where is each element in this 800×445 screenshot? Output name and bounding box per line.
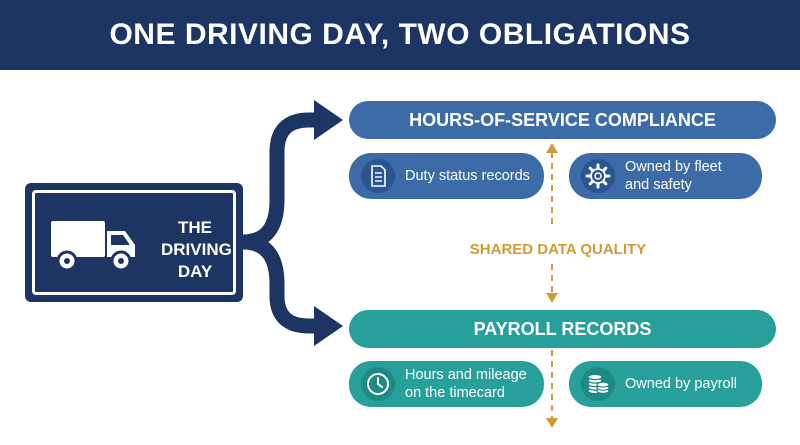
clock-icon [361, 367, 395, 401]
timecard-card: Hours and mileage on the timecard [349, 361, 544, 407]
hos-compliance-header: HOURS-OF-SERVICE COMPLIANCE [349, 101, 776, 139]
driving-day-frame: THE DRIVING DAY [32, 190, 236, 295]
fleet-safety-text: Owned by fleet and safety [625, 158, 722, 194]
timecard-text: Hours and mileage on the timecard [405, 366, 527, 402]
payroll-owner-text: Owned by payroll [625, 375, 737, 393]
branch-arrow-lower [242, 234, 318, 334]
duty-status-line-1: Duty status records [405, 168, 530, 184]
fleet-safety-line-1: Owned by fleet [625, 159, 722, 175]
arrowhead-lower [314, 306, 343, 346]
driving-day-box: THE DRIVING DAY [25, 183, 243, 302]
arrowhead-upper [314, 100, 343, 140]
payroll-records-header: PAYROLL RECORDS [349, 310, 776, 348]
dashed-arrowhead-bottom [546, 418, 558, 428]
truck-icon [51, 221, 135, 272]
dashed-arrowhead-top [546, 143, 558, 153]
driving-day-label: THE DRIVING DAY [161, 217, 232, 283]
gear-icon [581, 159, 615, 193]
driving-day-line-3: DAY [177, 262, 213, 281]
timecard-line-1: Hours and mileage [405, 367, 527, 383]
fleet-safety-line-2: and safety [625, 177, 692, 193]
dashed-arrowhead-middle [546, 293, 558, 303]
title-bar: ONE DRIVING DAY, TWO OBLIGATIONS [0, 0, 800, 70]
branch-arrow-upper [242, 112, 318, 250]
driving-day-line-1: THE [178, 218, 212, 237]
driving-day-line-2: DRIVING [161, 240, 232, 259]
payroll-owner-line-1: Owned by payroll [625, 376, 738, 392]
shared-data-quality-label: SHARED DATA QUALITY [469, 241, 647, 258]
duty-status-text: Duty status records [405, 167, 530, 185]
coins-icon [581, 367, 615, 401]
timecard-line-2: on the timecard [405, 385, 505, 401]
document-icon [361, 159, 395, 193]
page-title: ONE DRIVING DAY, TWO OBLIGATIONS [109, 18, 691, 51]
payroll-owner-card: Owned by payroll [569, 361, 762, 407]
fleet-safety-card: Owned by fleet and safety [569, 153, 762, 199]
duty-status-card: Duty status records [349, 153, 544, 199]
